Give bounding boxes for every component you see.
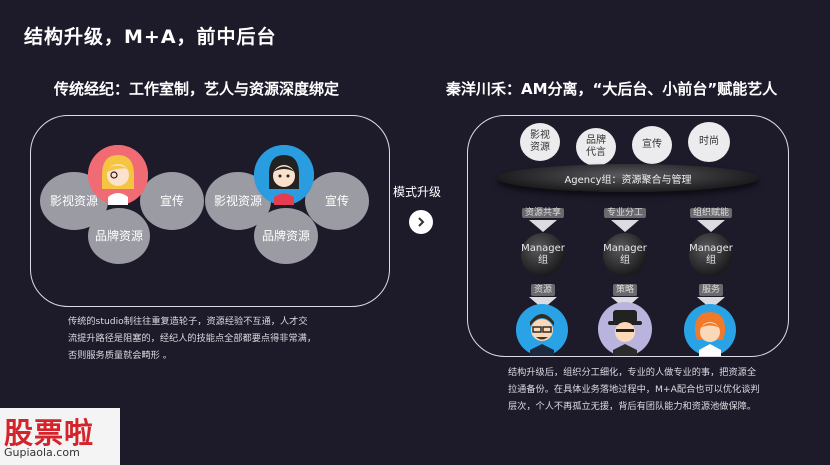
page-title: 结构升级，M+A，前中后台	[24, 26, 277, 48]
arrow-down-icon	[697, 220, 725, 232]
right-note-line: 拉通备份。在具体业务落地过程中，M+A配合也可以优化谈判	[508, 384, 760, 395]
left-panel	[30, 115, 390, 307]
agent-avatar-orange-hair-icon	[684, 304, 736, 356]
right-note: 结构升级后，组织分工细化，专业的人做专业的事，把资源全 拉通备份。在具体业务落地…	[508, 364, 808, 415]
artist-avatar-female-blonde-icon	[88, 145, 148, 205]
column-top-tag: 专业分工	[603, 208, 646, 218]
promotion-circle: 宣传	[305, 172, 369, 230]
promotion-node: 宣传	[632, 126, 672, 164]
agency-group: Agency组：资源聚合与管理	[497, 164, 759, 192]
column-bottom-tag: 策略	[612, 284, 637, 296]
column-3: 组织赋能 Manager 组 服务	[681, 200, 741, 309]
agent-avatar-hat-icon	[598, 302, 652, 356]
upgrade-label: 模式升级	[393, 185, 442, 199]
manager-group: Manager 组	[689, 233, 733, 277]
agent-avatar-glasses-icon	[516, 304, 568, 356]
column-top-tag: 组织赋能	[689, 208, 732, 218]
left-note: 传统的studio制往往重复造轮子，资源经验不互通，人才交 流提升路径是阻塞的，…	[68, 313, 368, 364]
fashion-node: 时尚	[688, 122, 730, 162]
left-note-line: 流提升路径是阻塞的，经纪人的技能点全部都要点得非常满，	[68, 333, 317, 344]
watermark-url: Gupiaola.com	[4, 446, 80, 459]
right-heading: 秦洋川禾：AM分离，“大后台、小前台”赋能艺人	[446, 80, 778, 98]
brand-resource-circle: 品牌资源	[88, 208, 150, 264]
right-panel	[467, 115, 789, 357]
arrow-down-icon	[529, 220, 557, 232]
watermark-text: 股票啦	[4, 416, 95, 450]
manager-group: Manager 组	[603, 233, 647, 277]
manager-group: Manager 组	[521, 233, 565, 277]
chevron-right-icon	[409, 210, 433, 234]
arrow-down-icon	[611, 220, 639, 232]
column-2: 专业分工 Manager 组 策略	[595, 200, 655, 309]
column-1: 资源共享 Manager 组 资源	[513, 200, 573, 309]
brand-endorsement-node: 品牌 代言	[576, 128, 616, 166]
left-note-line: 否则服务质量就会畸形 。	[68, 350, 172, 361]
artist-avatar-female-dark-icon	[254, 145, 314, 205]
brand-resource-circle: 品牌资源	[254, 208, 318, 264]
column-bottom-tag: 服务	[698, 284, 723, 296]
film-resource-node: 影视 资源	[520, 123, 560, 161]
right-note-line: 层次，个人不再孤立无援，背后有团队能力和资源池做保障。	[508, 401, 757, 412]
left-note-line: 传统的studio制往往重复造轮子，资源经验不互通，人才交	[68, 316, 308, 327]
promotion-circle: 宣传	[140, 172, 204, 230]
column-top-tag: 资源共享	[521, 208, 564, 218]
left-heading: 传统经纪：工作室制，艺人与资源深度绑定	[54, 80, 340, 98]
right-note-line: 结构升级后，组织分工细化，专业的人做专业的事，把资源全	[508, 367, 757, 378]
watermark-logo: 股票啦 Gupiaola.com	[0, 408, 120, 465]
column-bottom-tag: 资源	[530, 284, 555, 296]
